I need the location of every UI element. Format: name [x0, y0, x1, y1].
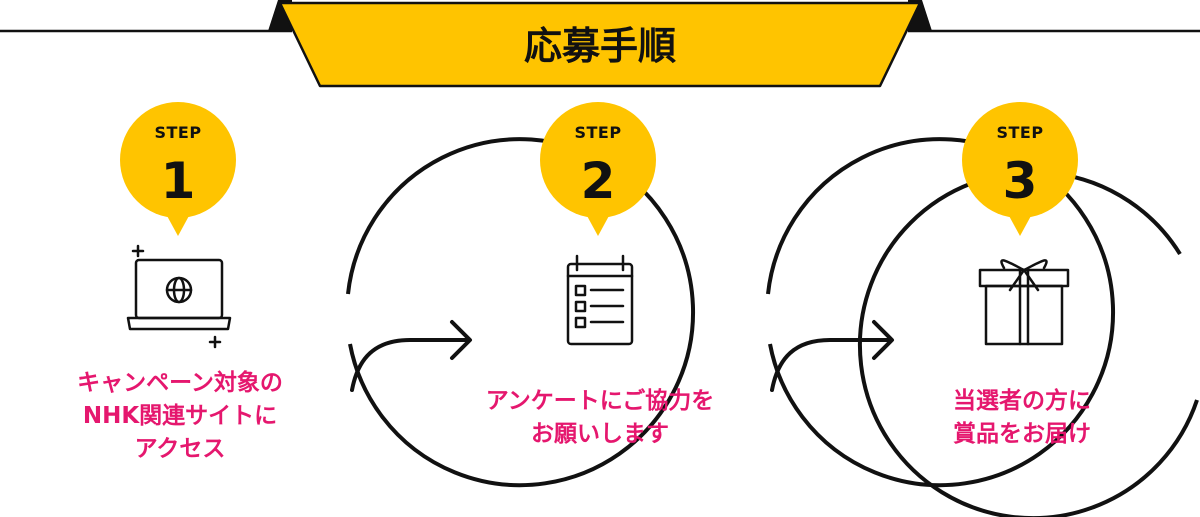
gift-box-icon [978, 259, 1070, 346]
step-3-line-1: 当選者の方に [953, 387, 1091, 414]
step-number-3: 3 [1003, 152, 1038, 210]
step-1-line-3: アクセス [135, 436, 226, 462]
step-description-1: キャンペーン対象の NHK関連サイトに アクセス [77, 369, 283, 462]
step-label-1: STEP [154, 123, 201, 142]
header-ribbon [278, 1, 922, 88]
step-badge-2: STEP 2 [540, 102, 656, 236]
survey-clipboard-icon [566, 254, 634, 346]
step-label-3: STEP [996, 123, 1043, 142]
arrow-connector-1 [350, 320, 472, 392]
step-1-line-2: NHK関連サイトに [83, 403, 277, 429]
step-badge-1: STEP 1 [120, 102, 236, 236]
step-circle-2 [766, 137, 1116, 488]
header-banner: 応募手順 [0, 0, 1200, 88]
step-2-line-1: アンケートにご協力を [486, 387, 715, 414]
step-badge-3: STEP 3 [962, 102, 1078, 236]
arrow-connector-2 [770, 320, 894, 392]
step-description-3: 当選者の方に 賞品をお届け [953, 387, 1091, 447]
step-3-line-2: 賞品をお届け [953, 420, 1091, 447]
step-number-2: 2 [581, 152, 616, 210]
step-number-1: 1 [161, 152, 196, 210]
step-description-2: アンケートにご協力を お願いします [486, 387, 715, 447]
step-label-2: STEP [574, 123, 621, 142]
step-1-line-1: キャンペーン対象の [77, 369, 283, 396]
step-2-line-2: お願いします [531, 421, 669, 447]
step-circle-1 [346, 137, 696, 488]
page-title: 応募手順 [524, 24, 676, 68]
laptop-globe-icon [126, 244, 232, 349]
